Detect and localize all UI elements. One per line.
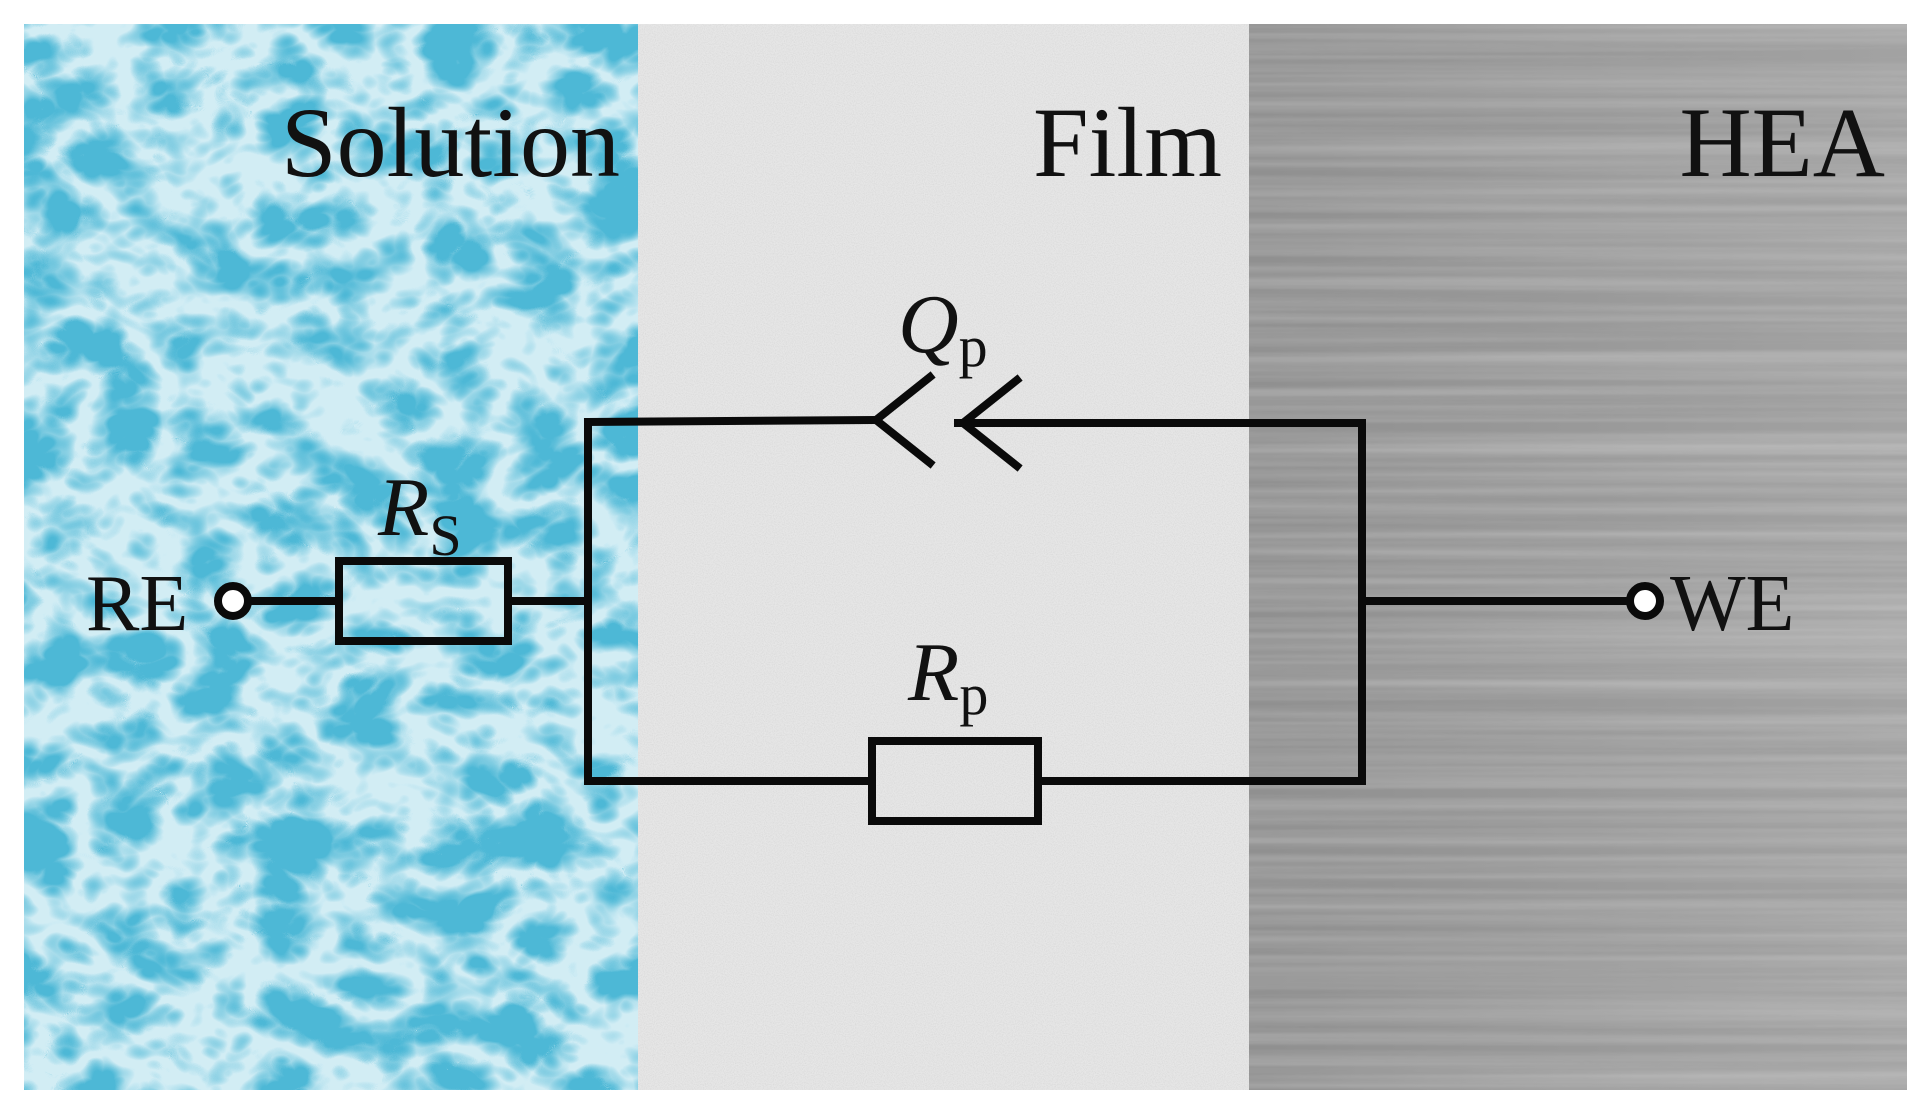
- polarization-resistor-label: Rp: [907, 626, 988, 727]
- working-electrode-node: [1626, 582, 1664, 620]
- solution-resistor-subscript: S: [429, 503, 461, 568]
- solution-resistor-symbol: R: [377, 461, 429, 554]
- cpe-subscript: p: [959, 314, 988, 379]
- cpe-symbol: Q: [898, 278, 959, 371]
- constant-phase-element: [869, 371, 1023, 472]
- polarization-resistor-subscript: p: [959, 662, 988, 727]
- solution-resistor-label: RS: [377, 461, 462, 568]
- hea-label: HEA: [1679, 87, 1885, 198]
- polarization-resistor-symbol: R: [907, 626, 959, 719]
- reference-electrode-node: [214, 582, 252, 620]
- polarization-resistor: [868, 737, 1042, 825]
- circuit-wires: [240, 415, 1634, 785]
- solution-resistor: [335, 557, 512, 645]
- reference-electrode-label: RE: [86, 560, 188, 648]
- film-region: [638, 24, 1250, 1090]
- film-label: Film: [1033, 87, 1222, 198]
- cpe-label: Qp: [898, 278, 988, 379]
- solution-label: Solution: [281, 87, 620, 198]
- working-electrode-label: WE: [1670, 560, 1794, 648]
- solution-region: [24, 24, 639, 1090]
